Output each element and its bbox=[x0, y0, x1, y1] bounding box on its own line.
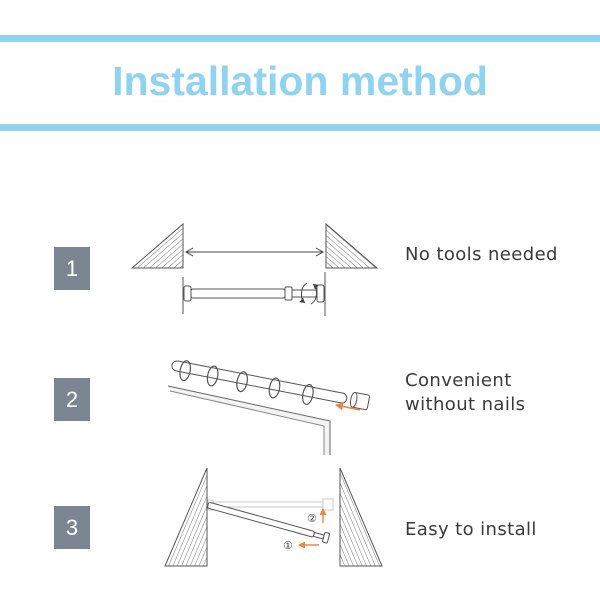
rotate-arrow-icon bbox=[299, 282, 319, 305]
header-stripe-bottom bbox=[0, 124, 600, 131]
rod-end-cap bbox=[349, 391, 371, 411]
curtain-ring bbox=[302, 384, 314, 405]
step-label-line: Easy to install bbox=[405, 519, 537, 540]
step-label-line: without nails bbox=[405, 394, 526, 415]
left-wall bbox=[164, 467, 208, 567]
insert-arrow-icon bbox=[335, 402, 361, 411]
step-label: No tools needed bbox=[405, 243, 558, 267]
step1-diagram bbox=[130, 222, 379, 316]
curtain-ring bbox=[179, 360, 192, 382]
step-label-line: No tools needed bbox=[405, 244, 558, 265]
step-number-badge: 2 bbox=[54, 378, 90, 421]
step3-marker-2: ② bbox=[307, 512, 317, 525]
tension-rod bbox=[182, 272, 326, 316]
curtain bbox=[167, 385, 331, 455]
step-label: Convenient without nails bbox=[405, 369, 525, 417]
curtain-ring bbox=[268, 377, 281, 399]
right-wall bbox=[339, 467, 383, 567]
curtain-ring bbox=[206, 365, 219, 387]
step-number-badge: 1 bbox=[54, 247, 90, 290]
page-title: Installation method bbox=[112, 58, 488, 104]
header-stripe-top bbox=[0, 35, 600, 42]
step-row-2: 2 Convenient without nail bbox=[0, 355, 600, 460]
step-row-1: 1 bbox=[0, 215, 600, 327]
left-wall bbox=[130, 222, 184, 269]
step-label-line: Convenient bbox=[405, 370, 512, 391]
step-row-3: 3 ② ① Easy bbox=[0, 462, 600, 572]
curtain-rod bbox=[171, 360, 371, 411]
step3-marker-1: ① bbox=[283, 539, 293, 552]
step3-diagram: ② ① bbox=[164, 467, 383, 567]
tension-rod bbox=[207, 502, 331, 544]
step-label: Easy to install bbox=[405, 518, 537, 542]
right-wall bbox=[325, 222, 379, 269]
curtain-ring bbox=[236, 371, 248, 393]
step-number-badge: 3 bbox=[54, 506, 90, 549]
step2-diagram bbox=[167, 360, 371, 455]
